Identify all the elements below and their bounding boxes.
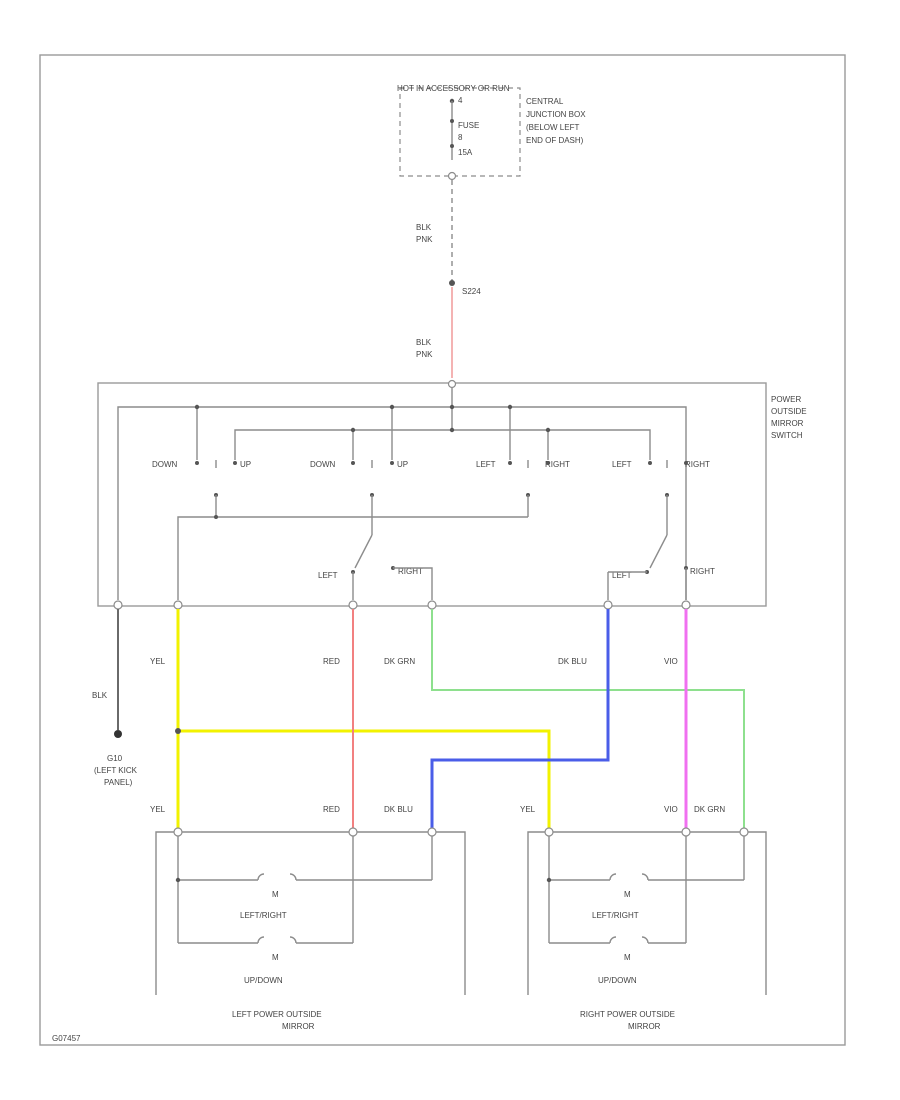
ground-id: G10	[107, 754, 123, 763]
feed-wire-lower-color-2: PNK	[416, 350, 433, 359]
fuse-rating: 15A	[458, 148, 473, 157]
right-power-outside-mirror: M LEFT/RIGHT M UP/DOWN RIGHT POWER OUTSI…	[527, 827, 767, 1031]
ground-g10: G10 (LEFT KICK PANEL)	[94, 730, 138, 787]
ground-location-2: PANEL)	[104, 778, 133, 787]
junction-box-desc-4: END OF DASH)	[526, 136, 584, 145]
left-power-outside-mirror: M LEFT/RIGHT M UP/DOWN LEFT POWER OUTSID…	[155, 827, 466, 1031]
switch-title-4: SWITCH	[771, 431, 803, 440]
wire-label-vio: VIO	[664, 657, 678, 666]
contact-label-left-1: LEFT	[476, 460, 496, 469]
junction-box-desc-3: (BELOW LEFT	[526, 123, 579, 132]
wire-label-dkblu: DK BLU	[558, 657, 587, 666]
selector-right-label-2: RIGHT	[690, 567, 715, 576]
power-outside-mirror-switch: POWER OUTSIDE MIRROR SWITCH DOWN UP DOWN…	[97, 379, 807, 610]
fuse-number: 8	[458, 133, 463, 142]
splice-s224	[449, 280, 455, 286]
harness-wires	[117, 609, 745, 830]
splice-label: S224	[462, 287, 481, 296]
lower-label-left-red: RED	[323, 805, 340, 814]
fuse-pin-top: 4	[458, 96, 463, 105]
selector-left-label-2: LEFT	[612, 571, 632, 580]
right-mirror-title-1: RIGHT POWER OUTSIDE	[580, 1010, 675, 1019]
wire-label-yel: YEL	[150, 657, 166, 666]
contact-label-down-2: DOWN	[310, 460, 336, 469]
switch-title-2: OUTSIDE	[771, 407, 807, 416]
wire-label-red: RED	[323, 657, 340, 666]
left-motor-2-symbol: M	[272, 953, 279, 962]
contact-label-down-1: DOWN	[152, 460, 178, 469]
feed-wire-upper-color-2: PNK	[416, 235, 433, 244]
contact-label-right-2: RIGHT	[685, 460, 710, 469]
left-motor-1-label: LEFT/RIGHT	[240, 911, 287, 920]
left-mirror-title-2: MIRROR	[282, 1022, 315, 1031]
lower-label-right-dkgrn: DK GRN	[694, 805, 725, 814]
lower-label-right-yel: YEL	[520, 805, 536, 814]
selector-right-label: RIGHT	[398, 567, 423, 576]
figure-code: G07457	[52, 1034, 81, 1043]
wire-yel-crossover	[178, 729, 551, 830]
feed-wire-upper-color-1: BLK	[416, 223, 432, 232]
contact-label-up-1: UP	[240, 460, 251, 469]
right-motor-2-symbol: M	[624, 953, 631, 962]
wire-label-blk: BLK	[92, 691, 108, 700]
right-mirror-title-2: MIRROR	[628, 1022, 661, 1031]
right-motor-1-symbol: M	[624, 890, 631, 899]
contact-label-up-2: UP	[397, 460, 408, 469]
fuse-label: FUSE	[458, 121, 479, 130]
junction-box-desc-1: CENTRAL	[526, 97, 564, 106]
left-motor-2-label: UP/DOWN	[244, 976, 283, 985]
right-motor-1-label: LEFT/RIGHT	[592, 911, 639, 920]
lower-label-left-yel: YEL	[150, 805, 166, 814]
contact-label-left-2: LEFT	[612, 460, 632, 469]
left-motor-1-symbol: M	[272, 890, 279, 899]
diagram-frame	[39, 54, 846, 1046]
wire-dkgrn	[431, 609, 745, 830]
lower-label-left-dkblu: DK BLU	[384, 805, 413, 814]
junction-box-desc-2: JUNCTION BOX	[526, 110, 586, 119]
wire-label-dkgrn: DK GRN	[384, 657, 415, 666]
switch-title-3: MIRROR	[771, 419, 804, 428]
central-junction-box: HOT IN ACCESSORY OR RUN 4 FUSE 8 15A CEN…	[397, 84, 586, 181]
selector-left-label: LEFT	[318, 571, 338, 580]
lower-label-right-vio: VIO	[664, 805, 678, 814]
right-motor-2-label: UP/DOWN	[598, 976, 637, 985]
feed-wire-lower-color-1: BLK	[416, 338, 432, 347]
contact-label-right-1: RIGHT	[545, 460, 570, 469]
left-mirror-title-1: LEFT POWER OUTSIDE	[232, 1010, 322, 1019]
fuse-box-header: HOT IN ACCESSORY OR RUN	[397, 84, 510, 93]
wire-dkblu	[430, 609, 610, 830]
ground-location-1: (LEFT KICK	[94, 766, 138, 775]
switch-title-1: POWER	[771, 395, 801, 404]
